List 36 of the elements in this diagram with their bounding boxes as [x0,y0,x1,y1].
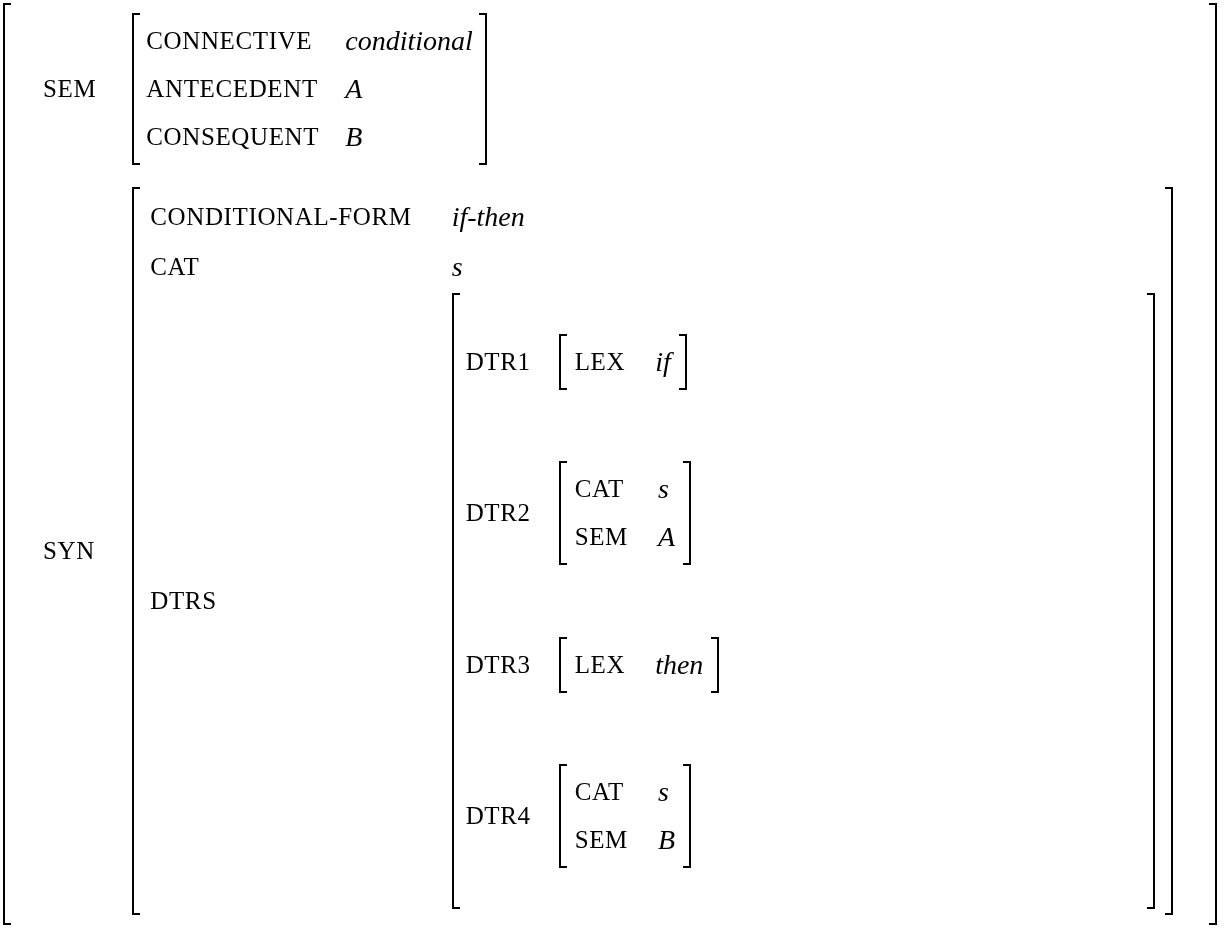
attribute-value-matrix [558,333,687,390]
attribute-value-matrix [132,187,1173,915]
feature-value: if-then [451,200,526,234]
feature-value: s [451,250,464,284]
feature-name: DTR2 [465,498,531,529]
feature-name: CAT [150,252,201,282]
feature-name: SEM [574,522,628,553]
feature-value: conditional [345,24,473,58]
feature-name: SEM [574,825,628,856]
feature-value: B [657,823,676,858]
feature-value: then [655,647,704,682]
feature-name: SEM [43,74,97,104]
feature-name: CONNECTIVE [146,26,314,56]
feature-name: CONSEQUENT [146,122,320,152]
attribute-value-matrix [132,13,487,165]
feature-name: DTRS [150,586,218,616]
feature-name: ANTECEDENT [146,74,319,104]
feature-name: DTR3 [465,649,531,680]
attribute-value-matrix [558,636,720,693]
feature-value: A [657,520,676,555]
attribute-value-matrix [451,293,1155,909]
attribute-value-matrix [3,3,1217,925]
feature-name: LEX [574,346,626,377]
feature-name: LEX [574,649,626,680]
feature-name: SYN [43,536,96,566]
attribute-value-matrix [558,461,692,566]
feature-value: s [657,775,670,810]
feature-value: B [345,120,364,154]
feature-value: s [657,472,670,507]
feature-name: CONDITIONAL-FORM [150,202,412,232]
feature-name: DTR4 [465,801,531,832]
feature-name: CAT [574,777,625,808]
feature-name: DTR1 [465,346,531,377]
feature-value: A [345,72,364,106]
attribute-value-matrix [558,764,692,869]
feature-name: CAT [574,474,625,505]
